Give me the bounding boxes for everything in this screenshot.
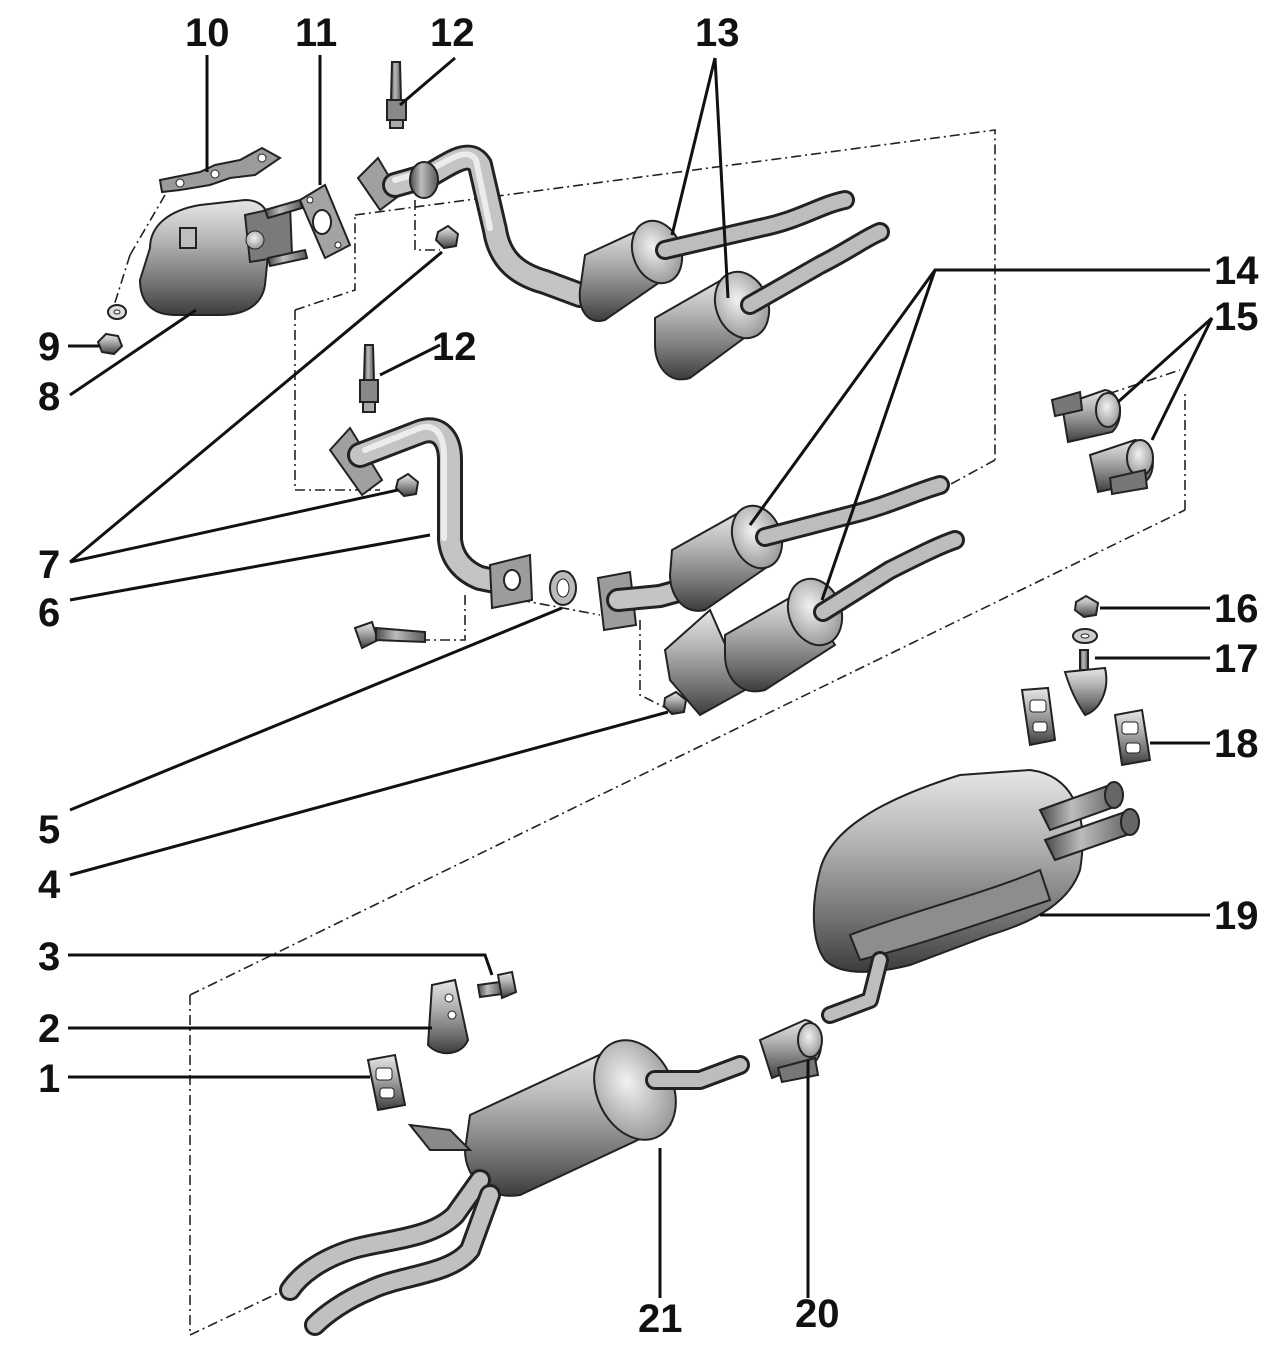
callout-20: 20	[795, 1292, 840, 1336]
rubber-mount-18-left	[1020, 686, 1057, 747]
callout-18: 18	[1214, 722, 1259, 766]
callout-4: 4	[38, 863, 61, 907]
nut-9	[96, 332, 124, 356]
callout-17: 17	[1214, 637, 1259, 681]
leader-lines	[68, 55, 1214, 1298]
front-muffler-21	[279, 1039, 750, 1336]
callout-21: 21	[638, 1297, 683, 1341]
callout-labels: 10 11 12 13 14 15 12 9 8 7 6 16 17 18 5 …	[38, 11, 1259, 1341]
clamp-15-lower	[1088, 438, 1154, 496]
catalytic-converter-8	[138, 198, 309, 316]
seal-ring-5	[549, 570, 577, 606]
muffler-13-upper	[578, 190, 855, 322]
rubber-mount-18-right	[1113, 708, 1152, 767]
bolt-12-upper	[386, 61, 407, 129]
bolt-12-lower	[359, 344, 379, 413]
callout-10: 10	[185, 11, 230, 55]
callout-9: 9	[38, 325, 60, 369]
callout-15: 15	[1214, 295, 1259, 339]
front-pipe-6	[328, 417, 534, 610]
muffler-14-lower	[724, 530, 965, 693]
callout-19: 19	[1214, 894, 1259, 938]
upper-front-pipe	[356, 144, 593, 308]
flange-gasket-11	[298, 183, 352, 260]
rubber-mount-1	[366, 1053, 407, 1112]
callout-1: 1	[38, 1057, 60, 1101]
callout-3: 3	[38, 935, 60, 979]
callout-11: 11	[295, 11, 337, 55]
assembly-guide-lines	[111, 129, 1186, 1336]
callout-8: 8	[38, 375, 60, 419]
bracket-17	[1063, 649, 1108, 717]
gasket-10	[158, 146, 282, 194]
nut-7-middle	[394, 472, 420, 498]
callout-2: 2	[38, 1007, 60, 1051]
rear-muffler-19	[812, 768, 1140, 1024]
clamp-15-upper	[1050, 388, 1121, 444]
washer-9	[107, 304, 127, 320]
clamp-20	[758, 1018, 823, 1084]
nut-16	[1073, 594, 1100, 619]
washer-16	[1072, 628, 1098, 644]
callout-12-lower: 12	[432, 325, 477, 369]
callout-14: 14	[1214, 249, 1259, 293]
callout-7: 7	[38, 543, 60, 587]
bracket-2	[426, 978, 470, 1055]
bolt-3	[476, 970, 518, 1000]
callout-6: 6	[38, 591, 60, 635]
nut-7-lower	[662, 690, 688, 716]
callout-16: 16	[1214, 587, 1259, 631]
callout-5: 5	[38, 808, 60, 852]
nut-7-upper	[434, 224, 460, 250]
bolt-lower	[353, 620, 426, 650]
callout-13: 13	[695, 11, 740, 55]
callout-12-upper: 12	[430, 11, 475, 55]
